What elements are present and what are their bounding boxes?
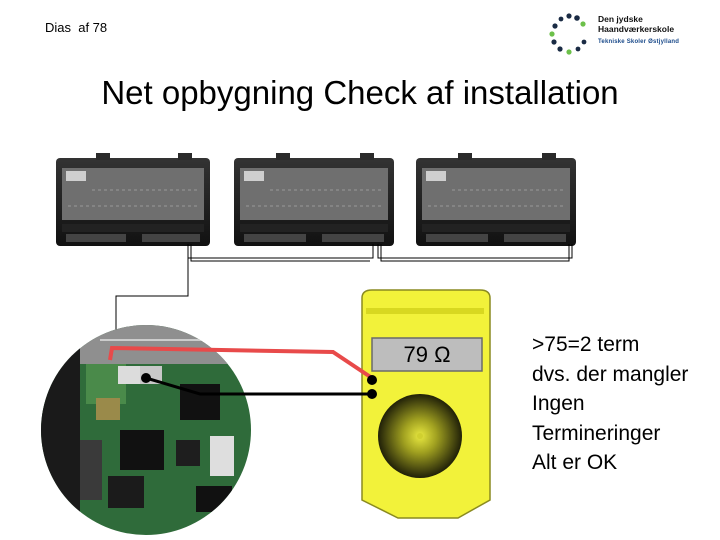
- controller-3: [416, 153, 576, 246]
- controller-2: [234, 153, 394, 246]
- meter-probe-socket-red: [367, 375, 377, 385]
- school-logo: Den jydske Haandværkerskole Tekniske Sko…: [542, 10, 688, 56]
- note-line: Termineringer: [532, 421, 661, 445]
- logo-name: Den jydske Haandværkerskole: [598, 14, 675, 34]
- meter-probe-socket-black: [367, 389, 377, 399]
- multimeter: [361, 289, 491, 519]
- board-probe-point-black: [141, 373, 151, 383]
- logo-tagline: Tekniske Skoler Østjylland: [598, 39, 680, 45]
- test-leads: [108, 345, 377, 399]
- note-line: Ingen: [532, 392, 585, 415]
- meter-display-window: [371, 337, 483, 372]
- slide-title: Net opbygning Check af installation: [101, 74, 619, 111]
- note-line: Alt er OK: [532, 451, 618, 474]
- black-test-lead: [145, 376, 372, 396]
- logo-dots-icon: [549, 13, 587, 55]
- note-line: >75=2 term: [532, 333, 640, 356]
- notes-list: >75=2 term dvs. der mangler Ingen Termin…: [532, 330, 688, 478]
- controller-1: [56, 153, 210, 246]
- controller-board-photo: [41, 325, 251, 535]
- bus-cable: [115, 244, 573, 340]
- meter-reading: 79 Ω: [403, 342, 451, 367]
- note-line: dvs. der mangler: [532, 362, 689, 386]
- red-test-lead: [108, 345, 374, 380]
- slide-counter: Dias af 78: [45, 20, 108, 35]
